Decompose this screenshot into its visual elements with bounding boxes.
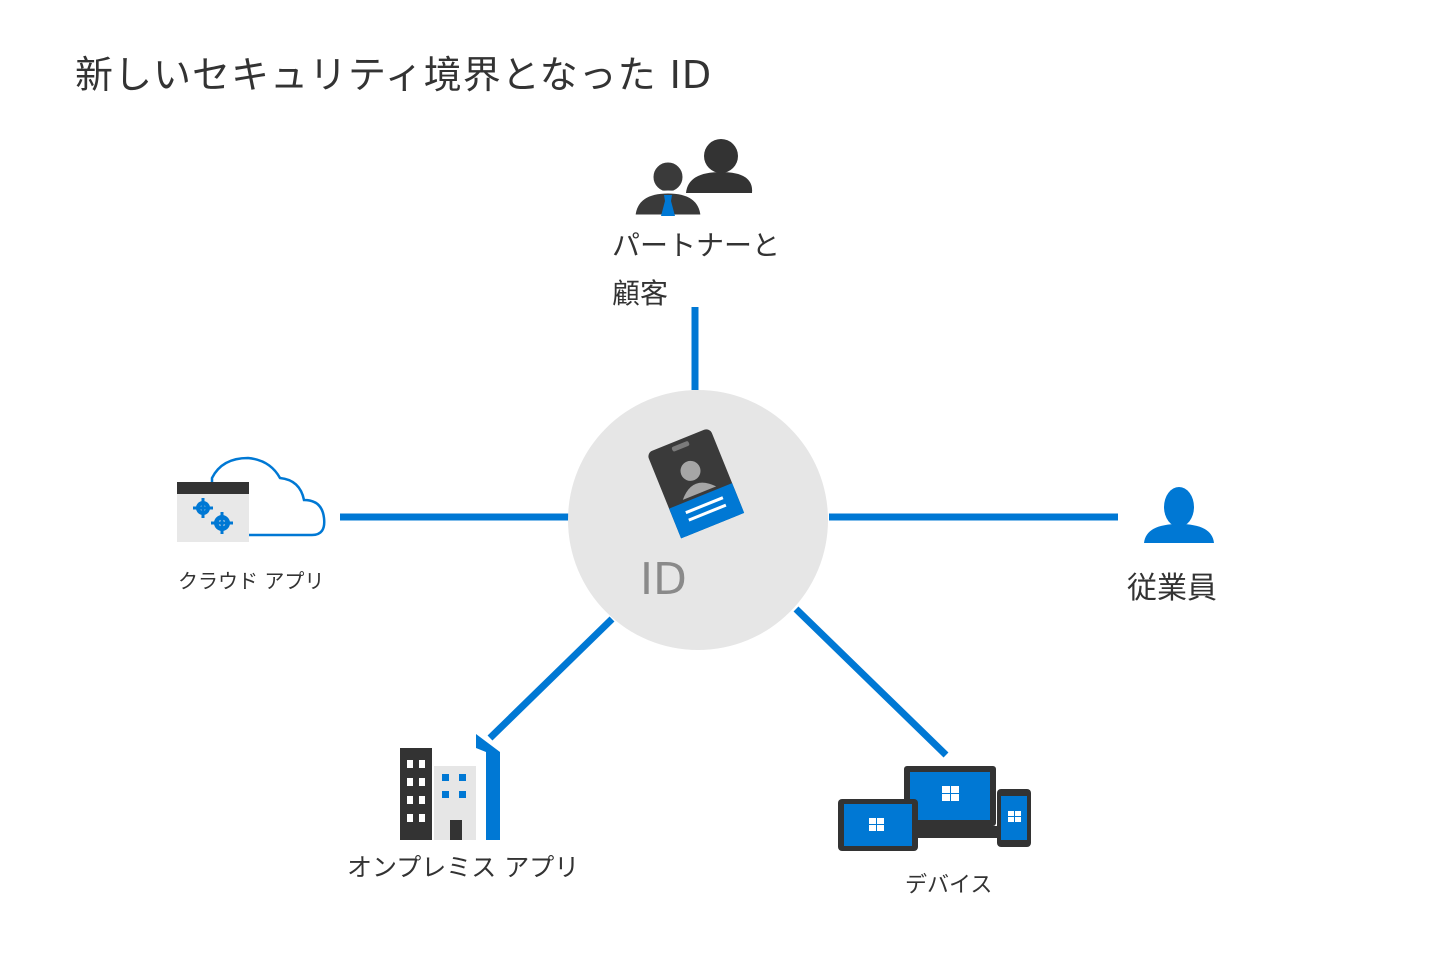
person-icon bbox=[1144, 487, 1214, 543]
partners-label-line1: パートナーと bbox=[612, 229, 781, 262]
buildings-icon bbox=[400, 734, 500, 840]
partners-label: パートナーと 顧客 bbox=[612, 222, 780, 318]
connector-onprem-apps bbox=[487, 616, 615, 741]
employees-label: 従業員 bbox=[1127, 571, 1217, 606]
devices-icon bbox=[838, 766, 1031, 851]
people-icon bbox=[632, 139, 753, 218]
cloud-apps-label: クラウド アプリ bbox=[178, 569, 325, 593]
connector-devices bbox=[793, 606, 949, 758]
cloud-app-icon bbox=[177, 456, 326, 542]
partners-label-line2: 顧客 bbox=[612, 277, 669, 310]
page-title: 新しいセキュリティ境界となった ID bbox=[75, 53, 713, 97]
id-hub-label: ID bbox=[640, 554, 687, 605]
id-badge-icon bbox=[648, 429, 745, 539]
devices-label: デバイス bbox=[905, 873, 993, 898]
onprem-apps-label: オンプレミス アプリ bbox=[347, 853, 580, 882]
connector-lines bbox=[340, 307, 1118, 758]
